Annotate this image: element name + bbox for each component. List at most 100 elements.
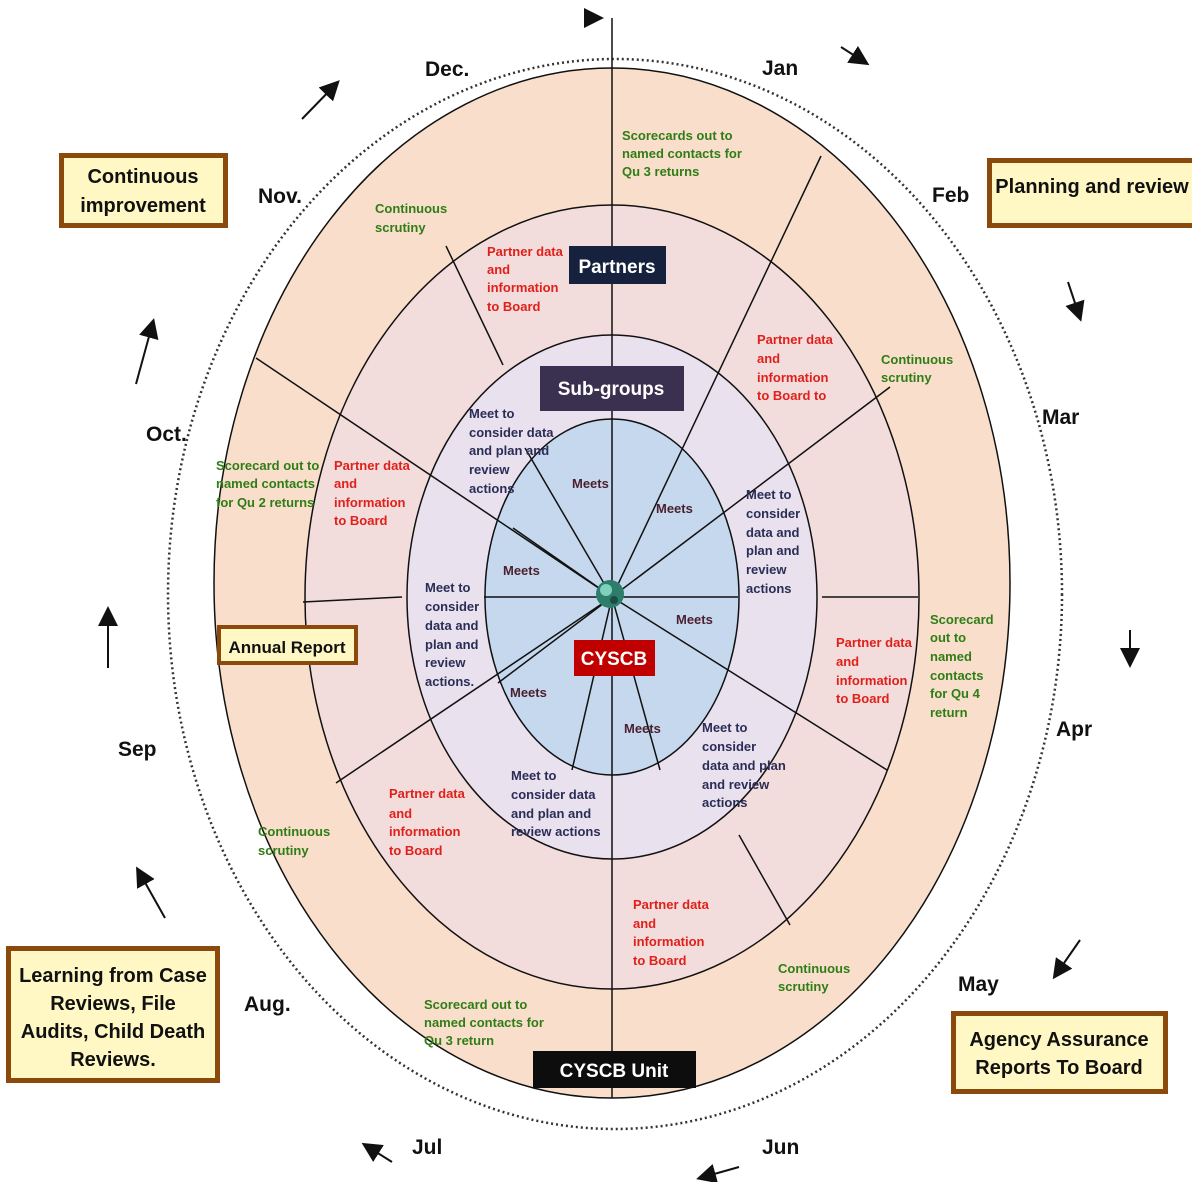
- arrow-jul: [361, 1142, 393, 1163]
- svg-text:Scorecard: Scorecard: [930, 612, 994, 627]
- svg-text:and: and: [334, 476, 357, 491]
- svg-text:Reviews, File: Reviews, File: [50, 993, 176, 1015]
- meets-1: Meets: [572, 476, 609, 491]
- svg-text:scrutiny: scrutiny: [778, 979, 829, 994]
- svg-text:Reports To Board: Reports To Board: [975, 1057, 1142, 1079]
- box-annual-report: Annual Report: [217, 625, 358, 665]
- subgroup-text-left: Meet to consider data and plan and revie…: [425, 580, 479, 689]
- svg-text:Continuous: Continuous: [87, 166, 198, 188]
- svg-text:Partner data: Partner data: [487, 244, 564, 259]
- svg-text:and: and: [757, 351, 780, 366]
- center-gem-icon: [596, 580, 624, 608]
- svg-text:consider: consider: [702, 739, 756, 754]
- svg-text:and: and: [389, 806, 412, 821]
- dotted-outer-ring: [166, 57, 1064, 1131]
- month-apr: Apr: [1056, 718, 1092, 741]
- may-scrutiny-text: Continuous scrutiny: [778, 961, 850, 994]
- arrow-nov: [301, 80, 340, 120]
- svg-text:Qu 3 return: Qu 3 return: [424, 1033, 494, 1048]
- svg-text:Agency Assurance: Agency Assurance: [969, 1029, 1148, 1051]
- month-jun: Jun: [762, 1136, 799, 1159]
- svg-text:actions: actions: [746, 581, 792, 596]
- svg-text:improvement: improvement: [80, 195, 206, 217]
- svg-text:to Board: to Board: [633, 953, 687, 968]
- svg-text:named contacts for: named contacts for: [424, 1015, 544, 1030]
- partner-text-top: Partner data and information to Board: [487, 244, 564, 314]
- month-jan: Jan: [762, 57, 798, 80]
- meets-4: Meets: [676, 612, 713, 627]
- svg-text:Meet to: Meet to: [469, 406, 515, 421]
- center-meets-labels: Meets Meets Meets Meets Meets Meets: [503, 476, 713, 736]
- month-jul: Jul: [412, 1136, 442, 1159]
- month-nov: Nov.: [258, 185, 302, 208]
- arrow-jan: [840, 45, 870, 66]
- svg-text:Continuous: Continuous: [881, 352, 953, 367]
- svg-text:scrutiny: scrutiny: [258, 843, 309, 858]
- svg-text:CYSCB Unit: CYSCB Unit: [560, 1061, 669, 1082]
- svg-text:and: and: [633, 916, 656, 931]
- box-learning: Learning from Case Reviews, File Audits,…: [6, 946, 220, 1083]
- svg-text:data and: data and: [746, 525, 800, 540]
- svg-text:Scorecard out to: Scorecard out to: [216, 458, 319, 473]
- cycle-arrows: [98, 8, 1140, 1182]
- label-cyscb: CYSCB: [574, 640, 655, 676]
- arrow-feb: [1065, 281, 1085, 322]
- svg-text:to Board: to Board: [836, 691, 890, 706]
- svg-text:actions: actions: [469, 481, 515, 496]
- arrow-aug: [136, 866, 166, 919]
- meets-3: Meets: [503, 563, 540, 578]
- svg-text:to Board to: to Board to: [757, 388, 826, 403]
- month-dec: Dec.: [425, 58, 469, 81]
- svg-text:and plan and: and plan and: [511, 806, 591, 821]
- svg-text:consider data: consider data: [511, 787, 596, 802]
- svg-text:consider data: consider data: [469, 425, 554, 440]
- svg-text:plan and: plan and: [425, 637, 479, 652]
- label-subgroups: Sub-groups: [540, 366, 684, 411]
- svg-text:actions.: actions.: [425, 674, 474, 689]
- svg-text:Partner data: Partner data: [334, 458, 411, 473]
- svg-text:named: named: [930, 649, 972, 664]
- box-continuous-improvement: Continuous improvement: [59, 153, 228, 228]
- svg-text:scrutiny: scrutiny: [881, 370, 932, 385]
- month-mar: Mar: [1042, 406, 1079, 429]
- aug-scrutiny-text: Continuous scrutiny: [258, 824, 330, 858]
- svg-text:return: return: [930, 705, 968, 720]
- svg-text:CYSCB: CYSCB: [581, 649, 648, 670]
- svg-text:information: information: [389, 824, 461, 839]
- label-partners: Partners: [569, 246, 666, 284]
- svg-text:and review: and review: [702, 777, 770, 792]
- svg-text:information: information: [334, 495, 406, 510]
- month-labels: Jan Feb Mar Apr May Jun Jul Aug. Sep Oct…: [118, 57, 1092, 1159]
- svg-text:for Qu 2 returns: for Qu 2 returns: [216, 495, 314, 510]
- subgroup-text-bottom: Meet to consider data and plan and revie…: [511, 768, 601, 839]
- subgroup-text-bottom-right: Meet to consider data and plan and revie…: [702, 720, 786, 810]
- svg-text:to Board: to Board: [389, 843, 443, 858]
- svg-text:Annual Report: Annual Report: [228, 638, 345, 657]
- partner-text-right-lower: Partner data and information to Board: [836, 635, 913, 706]
- svg-text:data and: data and: [425, 618, 479, 633]
- svg-text:Partners: Partners: [578, 257, 655, 278]
- partner-text-right-upper: Partner data and information to Board to: [757, 332, 834, 403]
- svg-text:information: information: [836, 673, 908, 688]
- svg-text:data and plan: data and plan: [702, 758, 786, 773]
- month-sep: Sep: [118, 738, 157, 761]
- arrow-may: [1052, 939, 1081, 980]
- meets-5: Meets: [510, 685, 547, 700]
- svg-text:Continuous: Continuous: [258, 824, 330, 839]
- subgroup-text-right: Meet to consider data and plan and revie…: [746, 487, 800, 596]
- subgroup-text-top: Meet to consider data and plan and revie…: [469, 406, 554, 496]
- svg-text:named contacts: named contacts: [216, 476, 315, 491]
- apr-scorecard-text: Scorecard out to named contacts for Qu 4…: [930, 612, 994, 720]
- svg-text:Reviews.: Reviews.: [70, 1049, 156, 1071]
- label-cyscb-unit: CYSCB Unit: [533, 1051, 696, 1088]
- jul-scorecard-text: Scorecard out to named contacts for Qu 3…: [424, 997, 544, 1048]
- partner-text-left-lower: Partner data and information to Board: [389, 786, 466, 858]
- svg-text:review: review: [469, 462, 510, 477]
- svg-text:contacts: contacts: [930, 668, 983, 683]
- svg-text:consider: consider: [746, 506, 800, 521]
- svg-text:plan and: plan and: [746, 543, 800, 558]
- svg-text:scrutiny: scrutiny: [375, 220, 426, 235]
- svg-text:for Qu 4: for Qu 4: [930, 686, 981, 701]
- svg-text:and: and: [836, 654, 859, 669]
